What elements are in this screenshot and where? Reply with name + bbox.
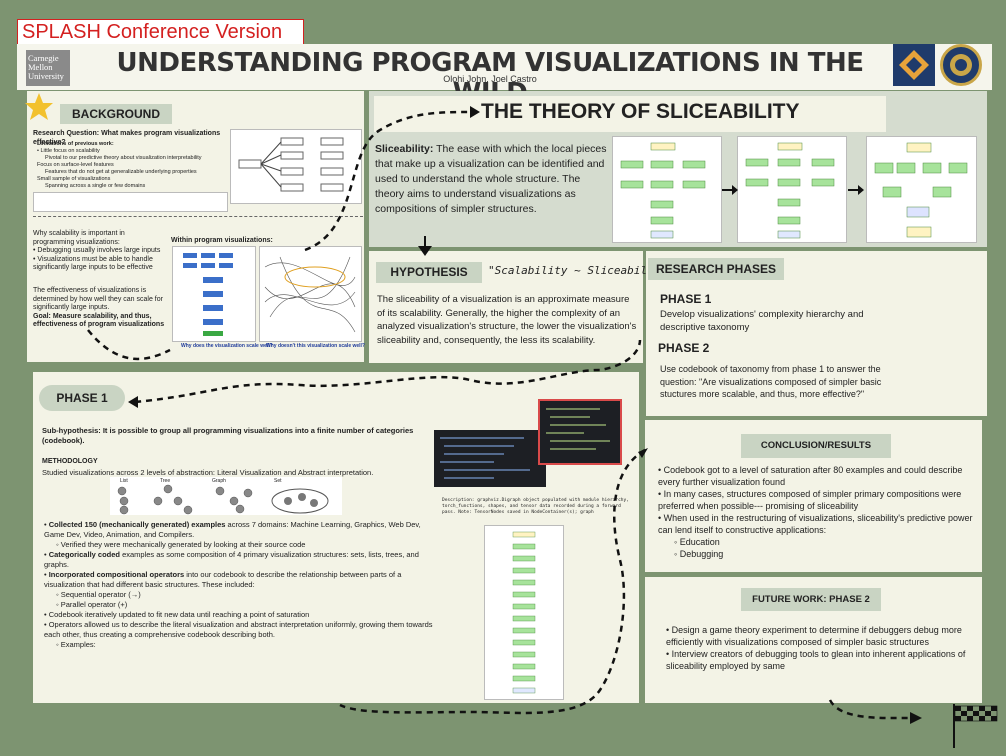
theory-heading: THE THEORY OF SLICEABILITY xyxy=(481,100,800,123)
arrow-head-icon xyxy=(638,448,648,458)
seal-logo-icon xyxy=(940,44,982,86)
graph-thumbnail-2 xyxy=(737,136,847,243)
sliceability-definition: Sliceability: The ease with which the lo… xyxy=(375,143,607,215)
structure-icons xyxy=(110,477,342,515)
code-screenshot-2 xyxy=(538,399,622,465)
phase1-title: PHASE 1 xyxy=(660,292,712,306)
splash-label: SPLASH Conference Version xyxy=(17,19,304,46)
finish-flag-icon xyxy=(950,704,1002,753)
why-scalability: Why scalability is important in programm… xyxy=(33,230,161,271)
effectiveness-text: The effectiveness of visualizations is d… xyxy=(33,287,165,328)
arrow-down-icon xyxy=(415,236,435,263)
methodology-title: METHODOLOGY xyxy=(42,458,98,465)
scaling-viz-thumbnail xyxy=(172,246,256,342)
arrow-head-icon xyxy=(910,712,922,724)
future-work-heading: FUTURE WORK: PHASE 2 xyxy=(741,588,881,611)
hypothesis-heading: HYPOTHESIS xyxy=(376,262,482,283)
graph-thumbnail-3 xyxy=(866,136,977,243)
code-description: Description: graphviz.Digraph object pop… xyxy=(442,498,629,515)
table-thumbnail xyxy=(33,192,228,212)
phase2-title: PHASE 2 xyxy=(658,341,710,355)
arrow-head-icon xyxy=(470,106,480,118)
authors: Olohi John, Joel Castro xyxy=(443,74,537,84)
star-icon xyxy=(24,92,54,127)
methodology-bullets: • Collected 150 (mechanically generated)… xyxy=(44,520,433,649)
conclusion-heading: CONCLUSION/RESULTS xyxy=(741,434,891,458)
logo-emblem-icon xyxy=(893,44,935,86)
within-label: Within program visualizations: xyxy=(171,237,273,244)
limitations-block: Limitations of previous work: • Little f… xyxy=(37,141,202,189)
cmu-logo: Carnegie Mellon University xyxy=(26,50,70,86)
tree-figure-thumbnail xyxy=(230,129,362,204)
icon-label-tree: Tree xyxy=(160,478,171,484)
digraph-thumbnail xyxy=(484,525,564,700)
phase1-text: Develop visualizations' complexity hiera… xyxy=(660,309,864,333)
divider xyxy=(33,216,363,217)
theory-heading-bar xyxy=(374,96,886,132)
code-screenshot-1 xyxy=(434,430,546,487)
caption-scale-well: Why does the visualization scale well? xyxy=(181,343,273,349)
arrow-head-icon xyxy=(128,396,138,408)
methodology-text: Studied visualizations across 2 levels o… xyxy=(42,468,374,477)
background-heading: BACKGROUND xyxy=(60,104,172,124)
sub-hypothesis: Sub-hypothesis: It is possible to group … xyxy=(42,426,414,445)
caption-not-scale-well: Why doesn't this visualization scale wel… xyxy=(266,343,365,349)
future-work-list: • Design a game theory experiment to det… xyxy=(666,625,966,671)
non-scaling-viz-thumbnail xyxy=(259,246,362,342)
phases-heading: RESEARCH PHASES xyxy=(648,258,784,280)
arrow-right-icon xyxy=(848,182,864,200)
phase1-heading: PHASE 1 xyxy=(39,385,125,411)
graph-thumbnail-1 xyxy=(612,136,722,243)
hypothesis-formula: "Scalability ~ Sliceability" xyxy=(488,264,674,277)
icon-label-list: List xyxy=(120,478,128,484)
conclusion-list: • Codebook got to a level of saturation … xyxy=(658,465,973,559)
header-bar xyxy=(17,44,992,90)
icon-label-set: Set xyxy=(274,478,282,484)
icon-label-graph: Graph xyxy=(212,478,226,484)
phase2-text: Use codebook of taxonomy from phase 1 to… xyxy=(660,364,882,399)
hypothesis-text: The sliceability of a visualization is a… xyxy=(377,294,637,346)
arrow-right-icon xyxy=(722,182,738,200)
research-question: Research Question: What makes program vi… xyxy=(33,130,221,146)
